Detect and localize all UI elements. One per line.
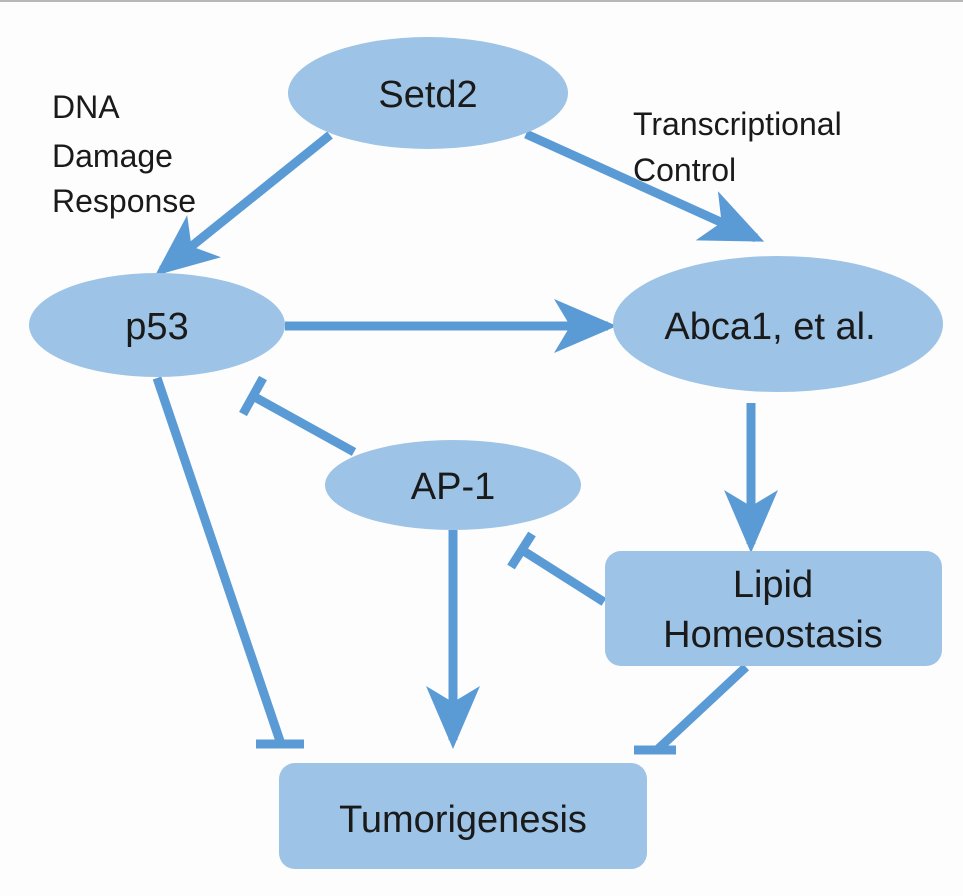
node-p53: p53 — [29, 273, 285, 377]
node-setd2-label: Setd2 — [378, 74, 477, 116]
edge-lipid-inhibits-ap1 — [507, 531, 607, 606]
annotation-dna-damage-response: DNA Damage Response — [52, 89, 196, 219]
annotation-transcriptional-line1: Transcriptional — [633, 106, 842, 142]
node-lipid-label-line1: Lipid — [733, 564, 813, 606]
edge-setd2-to-p53 — [154, 131, 333, 276]
annotation-dna-line2: Damage — [52, 138, 173, 174]
annotation-dna-line1: DNA — [52, 89, 120, 125]
annotation-transcriptional-line2: Control — [633, 152, 736, 188]
node-lipid-label-line2: Homeostasis — [663, 614, 883, 656]
node-setd2: Setd2 — [288, 37, 568, 149]
annotation-dna-line3: Response — [52, 183, 196, 219]
edge-lipid-inhibits-tumorigenesis — [634, 663, 750, 755]
node-ap1-label: AP-1 — [411, 466, 495, 508]
edge-ap1-inhibits-p53 — [239, 375, 357, 456]
node-abca1-label: Abca1, et al. — [664, 306, 875, 348]
edge-setd2-to-abca1 — [524, 129, 765, 243]
annotation-transcriptional-control: Transcriptional Control — [633, 106, 842, 188]
node-ap1: AP-1 — [325, 440, 581, 530]
edges — [152, 129, 778, 755]
node-abca1: Abca1, et al. — [613, 256, 943, 392]
node-lipid-homeostasis: Lipid Homeostasis — [605, 551, 942, 666]
edge-p53-inhibits-tumorigenesis — [152, 376, 304, 749]
node-tumorigenesis: Tumorigenesis — [279, 763, 647, 869]
node-p53-label: p53 — [125, 306, 188, 348]
node-tumorigenesis-label: Tumorigenesis — [339, 799, 587, 841]
